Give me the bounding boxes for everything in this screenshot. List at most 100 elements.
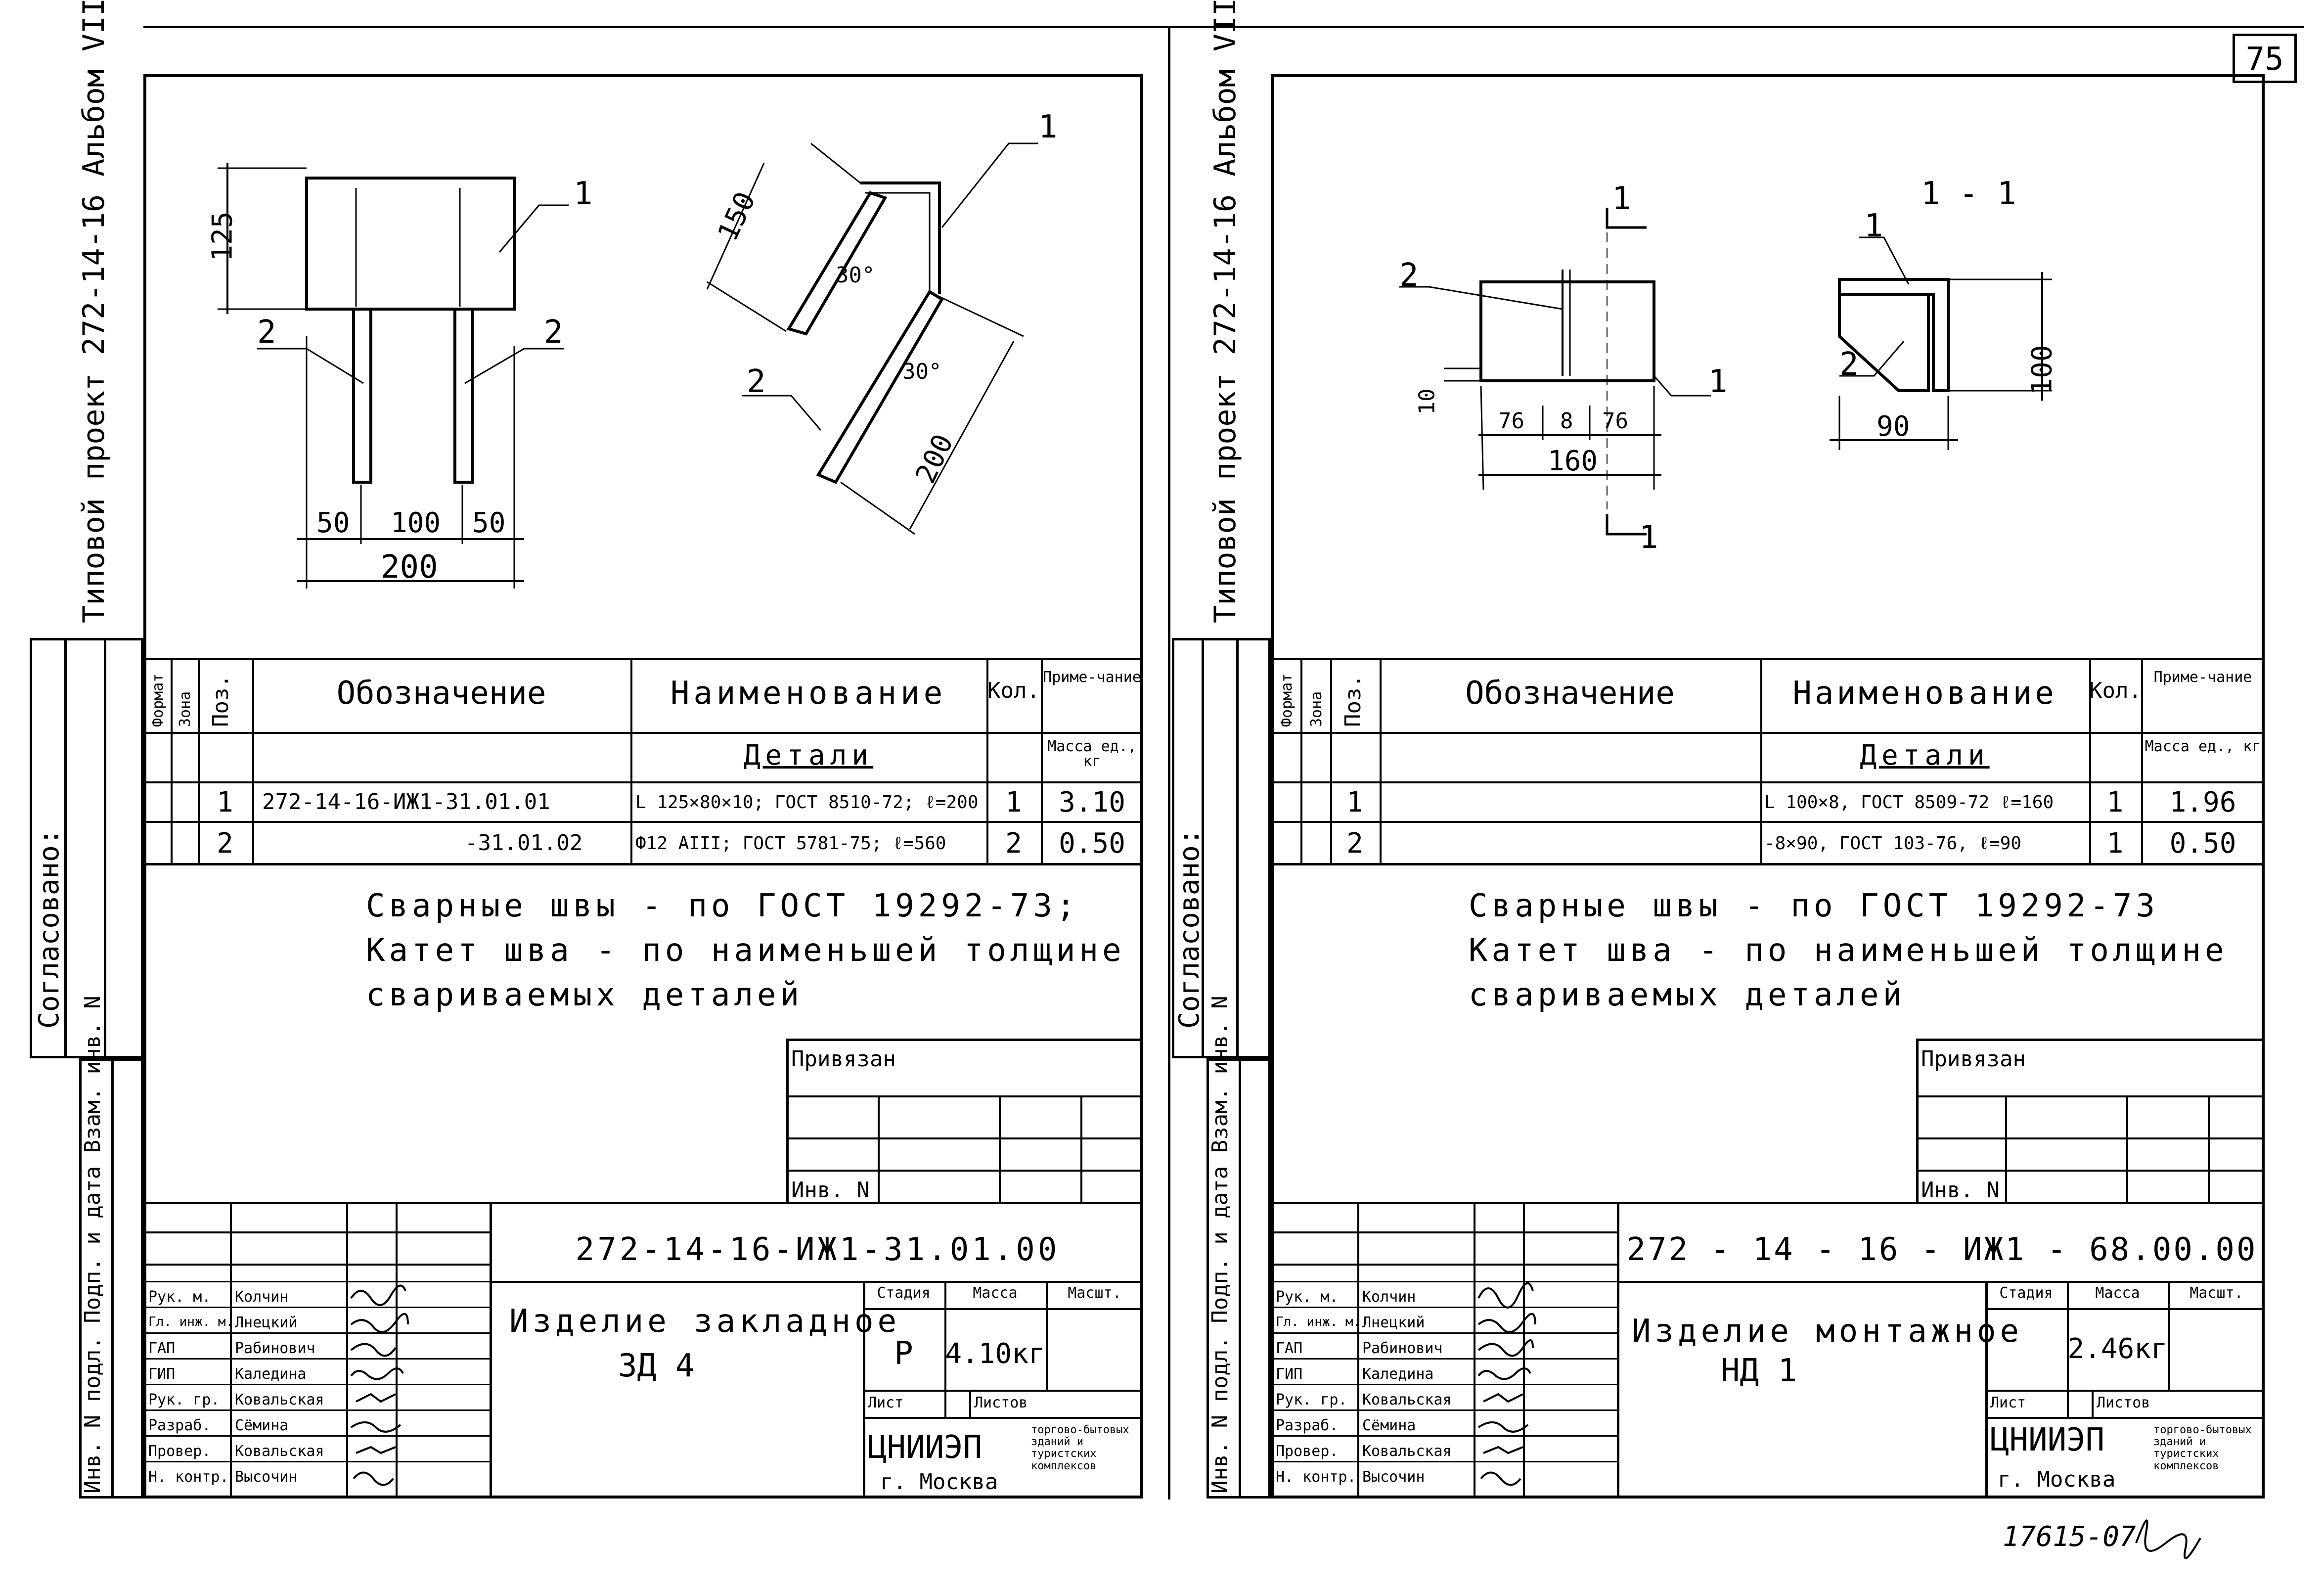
- scale-label-right: Масшт.: [2190, 1284, 2243, 1302]
- page-number-box: [2233, 34, 2297, 83]
- page-number: 75: [2245, 41, 2284, 78]
- sig-role: Рук. гр.: [1276, 1391, 1347, 1408]
- section-details-left: Детали: [743, 739, 874, 772]
- sig-name: Колчин: [235, 1288, 289, 1306]
- title-line1-right: Изделие монтажное: [1632, 1313, 2023, 1350]
- title-line2-left: ЗД 4: [618, 1348, 695, 1384]
- row-designation: 272-14-16-ИЖ1-31.01.01: [262, 789, 550, 815]
- pos-2-front-left: 2: [257, 314, 276, 351]
- col-pos-left: Поз.: [208, 675, 233, 727]
- sig-role: Рук. м.: [148, 1288, 211, 1306]
- sig-name: Ковальская: [235, 1391, 324, 1408]
- dim-76b: 76: [1602, 409, 1628, 434]
- agreed-label-left: Согласовано:: [33, 828, 65, 1029]
- row-name: L 125×80×10; ГОСТ 8510-72; ℓ=200: [635, 792, 979, 813]
- mass-label-left: Масса: [973, 1284, 1018, 1302]
- sig-role: ГИП: [1276, 1365, 1303, 1383]
- album-label-right: Типовой проект 272-14-16 Альбом VII: [1208, 0, 1243, 623]
- dept-left: торгово-бытовых зданий и туристских комп…: [1031, 1424, 1129, 1472]
- mass-unit-left: Масса ед., кг: [1047, 738, 1137, 770]
- inv-n-left: Инв. N: [791, 1178, 870, 1203]
- mass-label-right: Масса: [2095, 1284, 2140, 1302]
- pos-1-right: 1: [1708, 363, 1728, 400]
- dim-90-section: 90: [1877, 410, 1910, 443]
- row-pos: 2: [1346, 827, 1363, 860]
- pos-1-section: 1: [1864, 208, 1883, 244]
- privyazan-left: Привязан: [791, 1046, 896, 1072]
- note-line-3-left: свариваемых деталей: [366, 977, 804, 1013]
- sig-name: Сёмина: [1362, 1417, 1416, 1434]
- note-line-3-right: свариваемых деталей: [1469, 977, 1906, 1013]
- row-designation: -31.01.02: [465, 830, 583, 856]
- sig-role: ГИП: [148, 1365, 176, 1383]
- sig-name: Высочин: [235, 1468, 298, 1486]
- sig-name: Рабинович: [1362, 1340, 1443, 1357]
- mass-value-left: 4.10кг: [945, 1338, 1045, 1370]
- sig-role: Н. контр.: [148, 1468, 229, 1486]
- row-note: 1.96: [2169, 786, 2236, 818]
- pos-1-front: 1: [574, 176, 593, 212]
- col-pos-right: Поз.: [1341, 675, 1366, 727]
- sig-role: Разраб.: [148, 1417, 211, 1434]
- row-qty: 1: [2106, 786, 2124, 818]
- sheets-label-left: Листов: [974, 1394, 1028, 1411]
- sig-role: Разраб.: [1276, 1417, 1339, 1434]
- inv-n-right: Инв. N: [1921, 1178, 2000, 1203]
- agreed-box-right: [1172, 638, 1271, 1058]
- row-pos: 1: [1346, 786, 1363, 818]
- col-qty-left: Кол.: [987, 678, 1040, 703]
- pos-2-right: 2: [1399, 257, 1419, 294]
- sheet-label-left: Лист: [868, 1394, 904, 1411]
- sig-name: Лнецкий: [1362, 1314, 1425, 1331]
- section-details-right: Детали: [1860, 739, 1990, 772]
- city-left: г. Москва: [880, 1469, 998, 1495]
- row-pos: 2: [217, 827, 233, 860]
- inv-label-left: Инв. N подл. Подп. и дата Взам. инв. N: [80, 996, 105, 1494]
- agreed-label-right: Согласовано:: [1173, 828, 1206, 1029]
- col-note-right: Приме-чание: [2153, 669, 2252, 686]
- dim-200: 200: [381, 549, 438, 586]
- inv-label-right: Инв. N подл. Подп. и дата Взам. инв. N: [1207, 996, 1233, 1494]
- dept-right: торгово-бытовых зданий и туристских комп…: [2153, 1424, 2252, 1472]
- row-qty: 1: [2106, 827, 2124, 860]
- row-qty: 2: [1005, 827, 1022, 860]
- album-label-left: Типовой проект 272-14-16 Альбом VII: [77, 0, 111, 623]
- angle-30b: 30°: [902, 359, 942, 384]
- row-note: 0.50: [1059, 827, 1125, 860]
- mass-value-right: 2.46кг: [2067, 1333, 2168, 1365]
- col-note-left: Приме-чание: [1043, 669, 1141, 686]
- stage-value-left: Р: [894, 1335, 913, 1372]
- col-designation-right: Обозначение: [1465, 675, 1675, 712]
- section-label-1-1: 1 - 1: [1921, 176, 2016, 212]
- doc-code-right: 272 - 14 - 16 - ИЖ1 - 68.00.00: [1626, 1231, 2258, 1268]
- col-name-left: Наименование: [670, 675, 947, 712]
- mass-unit-right: Масса ед., кг: [2145, 738, 2261, 755]
- scale-label-left: Масшт.: [1068, 1284, 1121, 1302]
- dim-160: 160: [1548, 445, 1598, 477]
- col-format-right: Формат: [1278, 673, 1296, 727]
- col-zone-left: Зона: [177, 691, 194, 727]
- dim-76: 76: [1498, 409, 1524, 434]
- stage-label-right: Стадия: [1999, 1284, 2053, 1302]
- row-note: 0.50: [2169, 827, 2236, 860]
- note-line-1-right: Сварные швы - по ГОСТ 19292-73: [1469, 888, 2159, 924]
- center-divider: [1168, 26, 1170, 1499]
- dim-10: 10: [1414, 388, 1440, 415]
- sig-role: Рук. м.: [1276, 1288, 1339, 1306]
- left-sheet-frame: [143, 74, 1143, 1498]
- sig-role: Провер.: [1276, 1443, 1339, 1460]
- sig-role: Рук. гр.: [148, 1391, 220, 1408]
- note-line-1-left: Сварные швы - по ГОСТ 19292-73;: [366, 888, 1079, 924]
- sheet-label-right: Лист: [1990, 1394, 2026, 1411]
- cut-mark-bottom: 1: [1639, 519, 1658, 556]
- sig-name: Ковальская: [235, 1443, 324, 1460]
- dim-100: 100: [391, 507, 441, 539]
- pos-2-section: 2: [1839, 346, 1859, 383]
- stage-label-left: Стадия: [877, 1284, 931, 1302]
- sheets-label-right: Листов: [2097, 1394, 2150, 1411]
- sig-role: Н. контр.: [1276, 1468, 1356, 1486]
- pos-1-side: 1: [1038, 109, 1058, 145]
- privyazan-right: Привязан: [1921, 1046, 2026, 1072]
- sig-name: Каледина: [235, 1365, 307, 1383]
- org-right: ЦНИИЭП: [1990, 1422, 2105, 1458]
